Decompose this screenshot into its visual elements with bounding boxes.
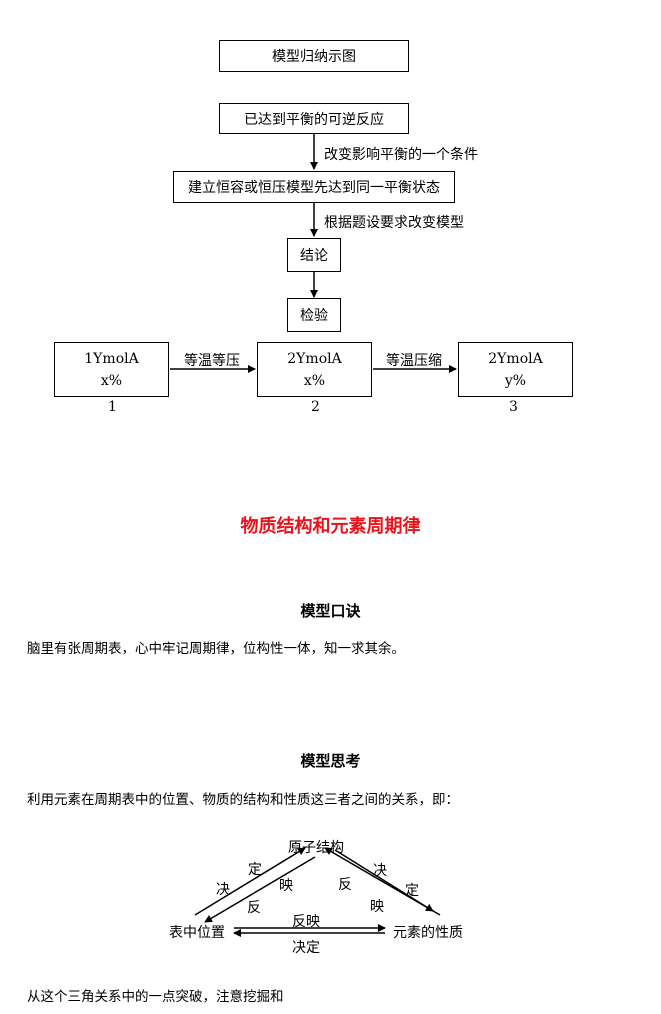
triangle-left-outer-2: 定 — [248, 862, 262, 878]
model-box-3-line1: 2YmolA — [488, 350, 543, 367]
triangle-bottom-bottom-label: 决定 — [292, 940, 320, 956]
koujue-text: 脑里有张周期表，心中牢记周期律，位构性一体，知一求其余。 — [27, 641, 405, 657]
flow-step-4-box: 检验 — [287, 298, 341, 332]
model-arrow-label-2: 等温压缩 — [386, 353, 442, 369]
model-box-3-line2: y% — [504, 372, 527, 389]
sikao-text: 利用元素在周期表中的位置、物质的结构和性质这三者之间的关系，即： — [27, 792, 459, 808]
triangle-left-outer-1: 决 — [216, 882, 230, 898]
triangle-right-inner-2: 映 — [370, 899, 384, 915]
model-box-3: 2YmolA y% — [458, 342, 573, 397]
triangle-left-up-arrow — [194, 847, 306, 916]
triangle-right-outer-2: 定 — [405, 883, 419, 899]
section-title: 物质结构和元素周期律 — [240, 516, 421, 537]
flow-step-3-box: 结论 — [287, 238, 341, 272]
triangle-left-inner-2: 映 — [279, 878, 293, 894]
model-box-3-number: 3 — [509, 399, 518, 415]
triangle-right-outer-1: 决 — [373, 863, 387, 879]
flow-step-3: 结论 — [300, 248, 328, 264]
triangle-right-inner-1: 反 — [338, 877, 352, 893]
triangle-bottom-top-label: 反映 — [292, 914, 320, 930]
flow-step-4: 检验 — [300, 308, 328, 324]
flow-title-box: 模型归纳示图 — [219, 40, 409, 72]
flow-title: 模型归纳示图 — [272, 49, 356, 65]
model-box-1-line2: x% — [100, 372, 123, 389]
model-box-2-line1: 2YmolA — [287, 350, 342, 367]
triangle-left-inner-1: 反 — [247, 900, 261, 916]
text-fade-overlay — [290, 982, 370, 1006]
flow-label-2: 根据题设要求改变模型 — [324, 215, 464, 231]
triangle-right-down-arrow — [334, 849, 434, 912]
triangle-left-down-arrow — [204, 856, 316, 923]
footer-text: 从这个三角关系中的一点突破，注意挖掘和 — [27, 989, 284, 1005]
flow-step-1-box: 已达到平衡的可逆反应 — [219, 103, 409, 134]
model-arrow-label-1: 等温等压 — [184, 353, 240, 369]
flow-step-2: 建立恒容或恒压模型先达到同一平衡状态 — [188, 180, 440, 196]
triangle-top-label: 原子结构 — [288, 840, 344, 856]
model-box-2-line2: x% — [303, 372, 326, 389]
model-box-1-number: 1 — [108, 399, 117, 415]
flow-label-1: 改变影响平衡的一个条件 — [324, 147, 478, 163]
model-box-1-line1: 1YmolA — [84, 350, 139, 367]
triangle-left-label: 表中位置 — [169, 925, 225, 941]
triangle-right-label: 元素的性质 — [393, 925, 463, 941]
model-box-1: 1YmolA x% — [54, 342, 169, 397]
koujue-heading: 模型口诀 — [300, 602, 361, 620]
sikao-heading: 模型思考 — [300, 752, 361, 770]
flow-step-2-box: 建立恒容或恒压模型先达到同一平衡状态 — [173, 171, 455, 203]
model-box-2: 2YmolA x% — [257, 342, 372, 397]
model-box-2-number: 2 — [311, 399, 320, 415]
flow-step-1: 已达到平衡的可逆反应 — [244, 111, 384, 128]
